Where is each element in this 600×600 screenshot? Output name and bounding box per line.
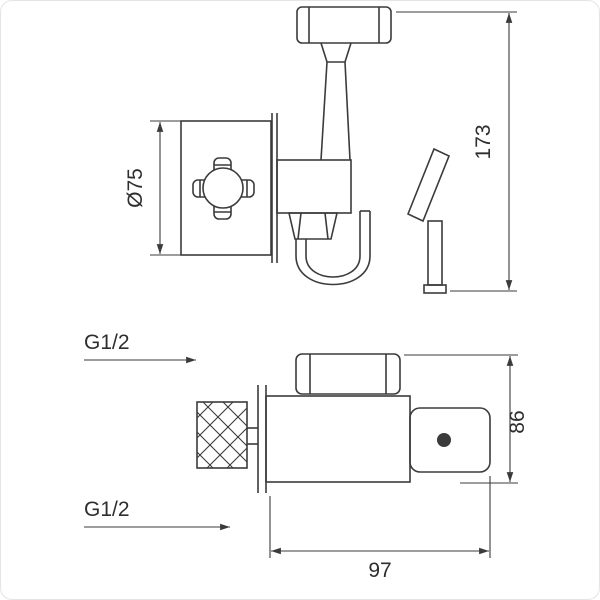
dim-label-depth: 86 (506, 410, 529, 433)
front-view (180, 6, 451, 294)
thread-section-hatch-up (196, 401, 248, 469)
dim-label-diameter: Ø75 (124, 168, 147, 208)
thread-label-bottom: G1/2 (84, 498, 130, 521)
thread-label-top: G1/2 (84, 331, 130, 354)
plan-view (196, 353, 491, 493)
sprayer-neck (320, 42, 352, 63)
wall-plate (180, 120, 272, 256)
hose-nut-facet-1 (297, 212, 302, 240)
plan-valve-body (265, 395, 411, 483)
plan-dimensions (84, 354, 518, 558)
plan-holder-body (409, 407, 491, 473)
plan-sprayer-head (295, 353, 401, 395)
sprayer-head-outline (296, 6, 392, 44)
dim-label-height: 173 (472, 124, 495, 159)
holder-hook-stem (427, 220, 443, 286)
holder-hook-arm (406, 147, 451, 223)
cross-handle-hub (202, 167, 244, 209)
hose-loop-inner (305, 211, 361, 278)
valve-body (276, 159, 352, 214)
thread-section-outline (196, 401, 248, 469)
thread-section-hatch-down (196, 401, 248, 469)
holder-hook-foot (423, 284, 447, 294)
hose-nut (287, 212, 339, 240)
hose-loop-outer (295, 211, 371, 286)
plan-button-dot (437, 433, 451, 447)
dim-label-width: 97 (368, 559, 391, 582)
hose-nut-facet-2 (324, 212, 329, 240)
sprayer-grip (320, 61, 351, 161)
front-dimensions (150, 11, 517, 292)
